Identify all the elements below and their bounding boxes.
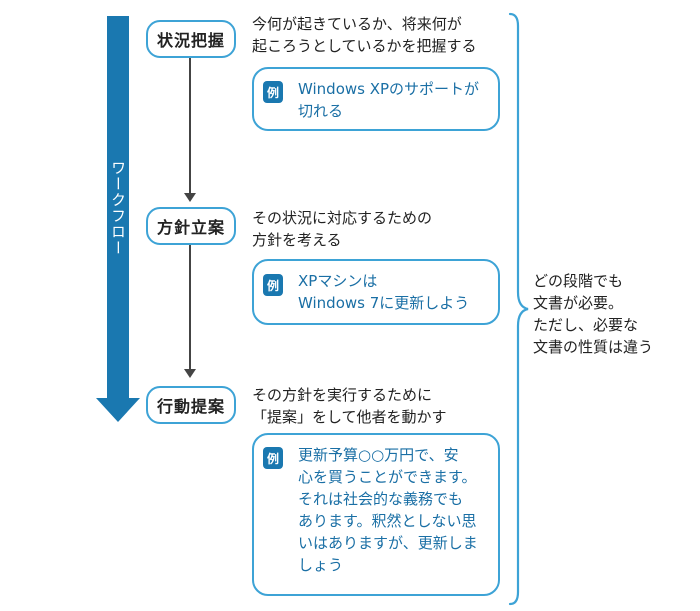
note-line: ただし、必要な: [533, 316, 639, 334]
example-badge: 例: [263, 81, 283, 103]
example-line: 切れる: [298, 102, 344, 120]
example-line: Windows 7に更新しよう: [298, 294, 470, 312]
example-box-planning: 例 XPマシンは Windows 7に更新しよう: [252, 259, 500, 325]
example-line: いはありますが、更新しま: [298, 534, 478, 552]
connector-arrow-1-head: [184, 193, 196, 202]
example-text: XPマシンは Windows 7に更新しよう: [298, 270, 469, 314]
example-line: XPマシンは: [298, 272, 378, 290]
description-line: 「提案」をして他者を動かす: [252, 408, 447, 426]
example-line: Windows XPのサポートが: [298, 80, 480, 98]
description-line: 方針を考える: [252, 231, 342, 249]
workflow-arrow-shaft: [107, 16, 129, 399]
description-line: 今何が起きているか、将来何が: [252, 15, 462, 33]
example-box-proposal: 例 更新予算○○万円で、安 心を買うことができます。 それは社会的な義務でも あ…: [252, 433, 500, 596]
connector-arrow-1: [189, 58, 191, 194]
workflow-arrow-head: [96, 398, 140, 422]
stage-proposal-description: その方針を実行するために 「提案」をして他者を動かす: [252, 384, 447, 428]
stage-proposal: 行動提案: [146, 386, 236, 424]
description-line: 起ころうとしているかを把握する: [252, 37, 477, 55]
example-line: しょう: [298, 556, 344, 574]
connector-arrow-2: [189, 245, 191, 370]
example-line: 心を買うことができます。: [298, 468, 477, 486]
right-brace-bracket: [508, 12, 529, 606]
connector-arrow-2-head: [184, 369, 196, 378]
example-text: 更新予算○○万円で、安 心を買うことができます。 それは社会的な義務でも ありま…: [298, 444, 478, 576]
example-badge: 例: [263, 447, 283, 469]
note-line: 文書の性質は違う: [533, 338, 654, 356]
example-line: あります。釈然としない思: [298, 512, 477, 530]
example-line: それは社会的な義務でも: [298, 490, 464, 508]
bracket-note: どの段階でも 文書が必要。 ただし、必要な 文書の性質は違う: [533, 270, 653, 358]
example-box-situation: 例 Windows XPのサポートが 切れる: [252, 67, 500, 131]
note-line: どの段階でも: [533, 272, 624, 290]
example-text: Windows XPのサポートが 切れる: [298, 78, 479, 122]
description-line: その状況に対応するための: [252, 209, 433, 227]
workflow-label: ワークフロー: [109, 160, 127, 256]
stage-situation-description: 今何が起きているか、将来何が 起ころうとしているかを把握する: [252, 13, 477, 57]
note-line: 文書が必要。: [533, 294, 624, 312]
stage-situation: 状況把握: [146, 20, 236, 58]
stage-planning-description: その状況に対応するための 方針を考える: [252, 207, 432, 251]
stage-planning: 方針立案: [146, 207, 236, 245]
description-line: その方針を実行するために: [252, 386, 433, 404]
example-badge: 例: [263, 274, 283, 296]
example-line: 更新予算○○万円で、安: [298, 446, 459, 464]
